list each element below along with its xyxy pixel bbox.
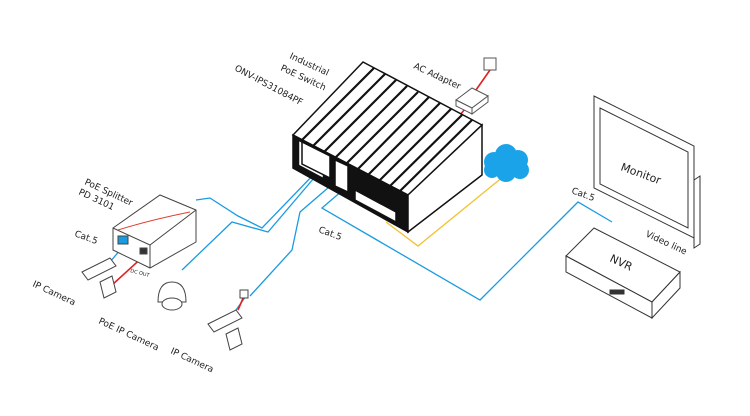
cable-switch-to-nvr xyxy=(320,189,613,301)
nvr xyxy=(565,227,681,320)
fiber-cable xyxy=(385,175,505,247)
industrial-poe-switch xyxy=(291,61,484,234)
monitor xyxy=(593,95,701,249)
ip-camera-left xyxy=(81,257,117,299)
poe-dome-camera xyxy=(157,281,187,311)
poe-ip-camera-label: PoE IP Camera xyxy=(97,317,161,354)
dc-out-label: DC OUT xyxy=(129,268,150,279)
cable-switch-to-splitter xyxy=(195,169,319,229)
cat5-label-right: Cat.5 xyxy=(570,186,596,204)
cable-switch-to-dome xyxy=(181,177,315,271)
ac-adapter xyxy=(455,57,497,115)
wall-outlet xyxy=(483,57,497,71)
cable-switch-to-camera xyxy=(249,174,344,297)
cat5-label-center: Cat.5 xyxy=(317,225,343,243)
ip-camera-left-label: IP Camera xyxy=(31,280,77,309)
ip-camera-right xyxy=(207,289,249,351)
internet-cloud xyxy=(484,144,529,182)
wall-outlet xyxy=(239,289,249,299)
ac-adapter-label: AC Adapter xyxy=(412,62,463,93)
video-line-label: Video line xyxy=(644,230,689,258)
cat5-label-left: Cat.5 xyxy=(73,229,99,247)
ip-camera-right-label: IP Camera xyxy=(169,347,215,376)
poe-splitter xyxy=(112,194,197,269)
